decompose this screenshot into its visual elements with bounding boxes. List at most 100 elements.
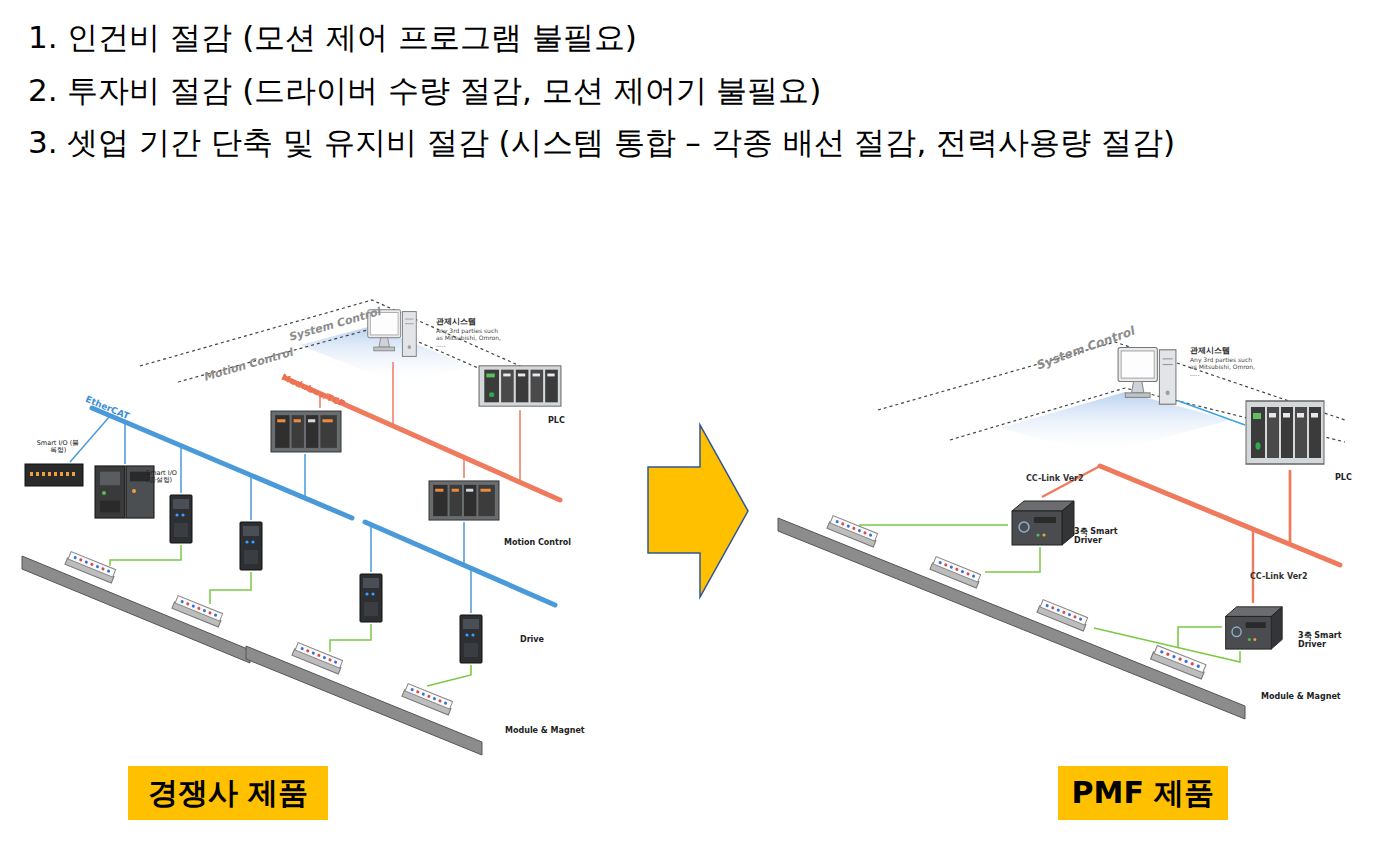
network-wire [70,416,110,462]
network-wire [180,446,182,493]
control-pc-graphic [1118,348,1176,405]
network-wire [250,475,252,520]
network-wire [304,454,306,498]
network-bus [92,378,1340,605]
smart-driver-graphic [1226,607,1283,649]
motion-controller: Motion Control [428,478,500,522]
control-pc: 관제시스템Any 3rd parties such as Mitsubishi,… [1116,343,1178,411]
node-label: 3축 Smart Driver [1074,527,1120,545]
network-wire [319,394,321,408]
plc-unit: PLC [478,362,562,410]
device-illustration [170,495,192,543]
smart-io-graphic [95,466,154,518]
product-tag: 경쟁사 제품 [128,766,328,820]
node-label: PLC [548,416,578,425]
device-illustration [292,642,344,674]
linear-rail [22,518,1245,755]
product-tag: PMF 제품 [1058,766,1228,820]
smart-io: Smart I/O (블록형) [24,462,84,488]
plc-unit-graphic [1246,401,1324,464]
node-note: Any 3rd parties such as Mitsubishi, Omro… [1190,357,1258,378]
motion-controller-shape [428,478,500,522]
node-label: Module & Magnet [505,726,595,735]
smart-io-shape [24,462,84,488]
network-bus [92,408,352,518]
linear-module-graphic [402,683,454,715]
motor-cable [330,624,371,652]
motor-cable [210,572,251,604]
node-label: 관제시스템 [1190,347,1270,356]
connector [1042,466,1290,544]
benefit-item: 2. 투자비 절감 (드라이버 수량 절감, 모션 제어기 불필요) [28,73,821,109]
smart-driver: 3축 Smart Driver [1222,603,1284,651]
network-bus [365,522,555,605]
smart-io-graphic [25,464,83,486]
edge-label: CC-Link Ver2 [1250,572,1308,581]
network-wire [470,568,472,613]
linear-module: Module & Magnet [395,686,459,716]
servo-drive: Drive [458,613,484,665]
servo-drive-shape [458,613,484,665]
bus-label: EtherCAT [84,394,131,422]
plc-unit-graphic [479,366,561,406]
linear-module-graphic [1151,645,1207,679]
smart-driver-shape [1008,497,1076,547]
linear-module-shape [395,686,459,716]
motor-cable [860,525,1008,532]
control-pc: 관제시스템Any 3rd parties such as Mitsubishi,… [366,306,418,362]
benefit-item: 3. 셋업 기간 단축 및 유지비 절감 (시스템 통합 – 각종 배선 절감,… [28,125,1175,161]
device-illustration [930,556,982,588]
network-wire [392,362,394,425]
device-illustration [271,411,341,452]
product-tag-graphic [128,766,328,820]
smart-driver-graphic [1012,501,1074,545]
smart-driver: 3축 Smart Driver [1008,497,1076,547]
transition-arrow [648,425,748,597]
node-note: Any 3rd parties such as Mitsubishi, Omro… [436,328,504,349]
motor-cable [985,547,1040,572]
node-label: Module & Magnet [1261,692,1351,701]
servo-drive-graphic [460,615,482,663]
linear-rail [778,518,1245,719]
connector [1178,627,1222,648]
linear-module-shape [1143,648,1213,680]
network-wire [70,362,520,613]
linear-module: Module & Magnet [1143,648,1213,680]
product-tag-graphic [1058,766,1228,820]
network-wire [519,410,521,482]
device-illustration [65,411,1089,674]
network-wire [463,457,465,478]
node-label: PLC [1335,473,1365,482]
linear-rail [22,556,250,663]
node-label: 관제시스템 [436,318,516,327]
connector [1178,401,1245,425]
smart-io: Smart I/O (증설형) [94,464,156,520]
control-pc-shape [1116,343,1178,411]
device-illustration [172,595,224,627]
network-bus [1100,466,1340,565]
linear-rail [246,646,482,755]
device-illustration [240,522,262,570]
bus-label: Modubus/TCP [280,372,347,409]
zone-outline [140,300,1345,455]
device-illustration [360,574,382,622]
node-label: Smart I/O (블록형) [36,440,80,455]
node-label: Motion Control [504,538,584,547]
motion-controller-graphic [429,481,499,520]
control-pc-graphic [368,310,417,357]
plc-unit-shape [478,362,562,410]
edge-label: CC-Link Ver2 [1026,474,1084,483]
zone-label: Motion Control [203,347,295,385]
zone-outline [1000,392,1230,455]
node-label: Drive [520,635,560,644]
device-illustration [827,515,879,547]
node-label: PMF 제품 [1058,766,1228,820]
connector [1253,470,1290,603]
device-illustration [1037,599,1089,631]
plc-unit-shape [1245,395,1325,470]
